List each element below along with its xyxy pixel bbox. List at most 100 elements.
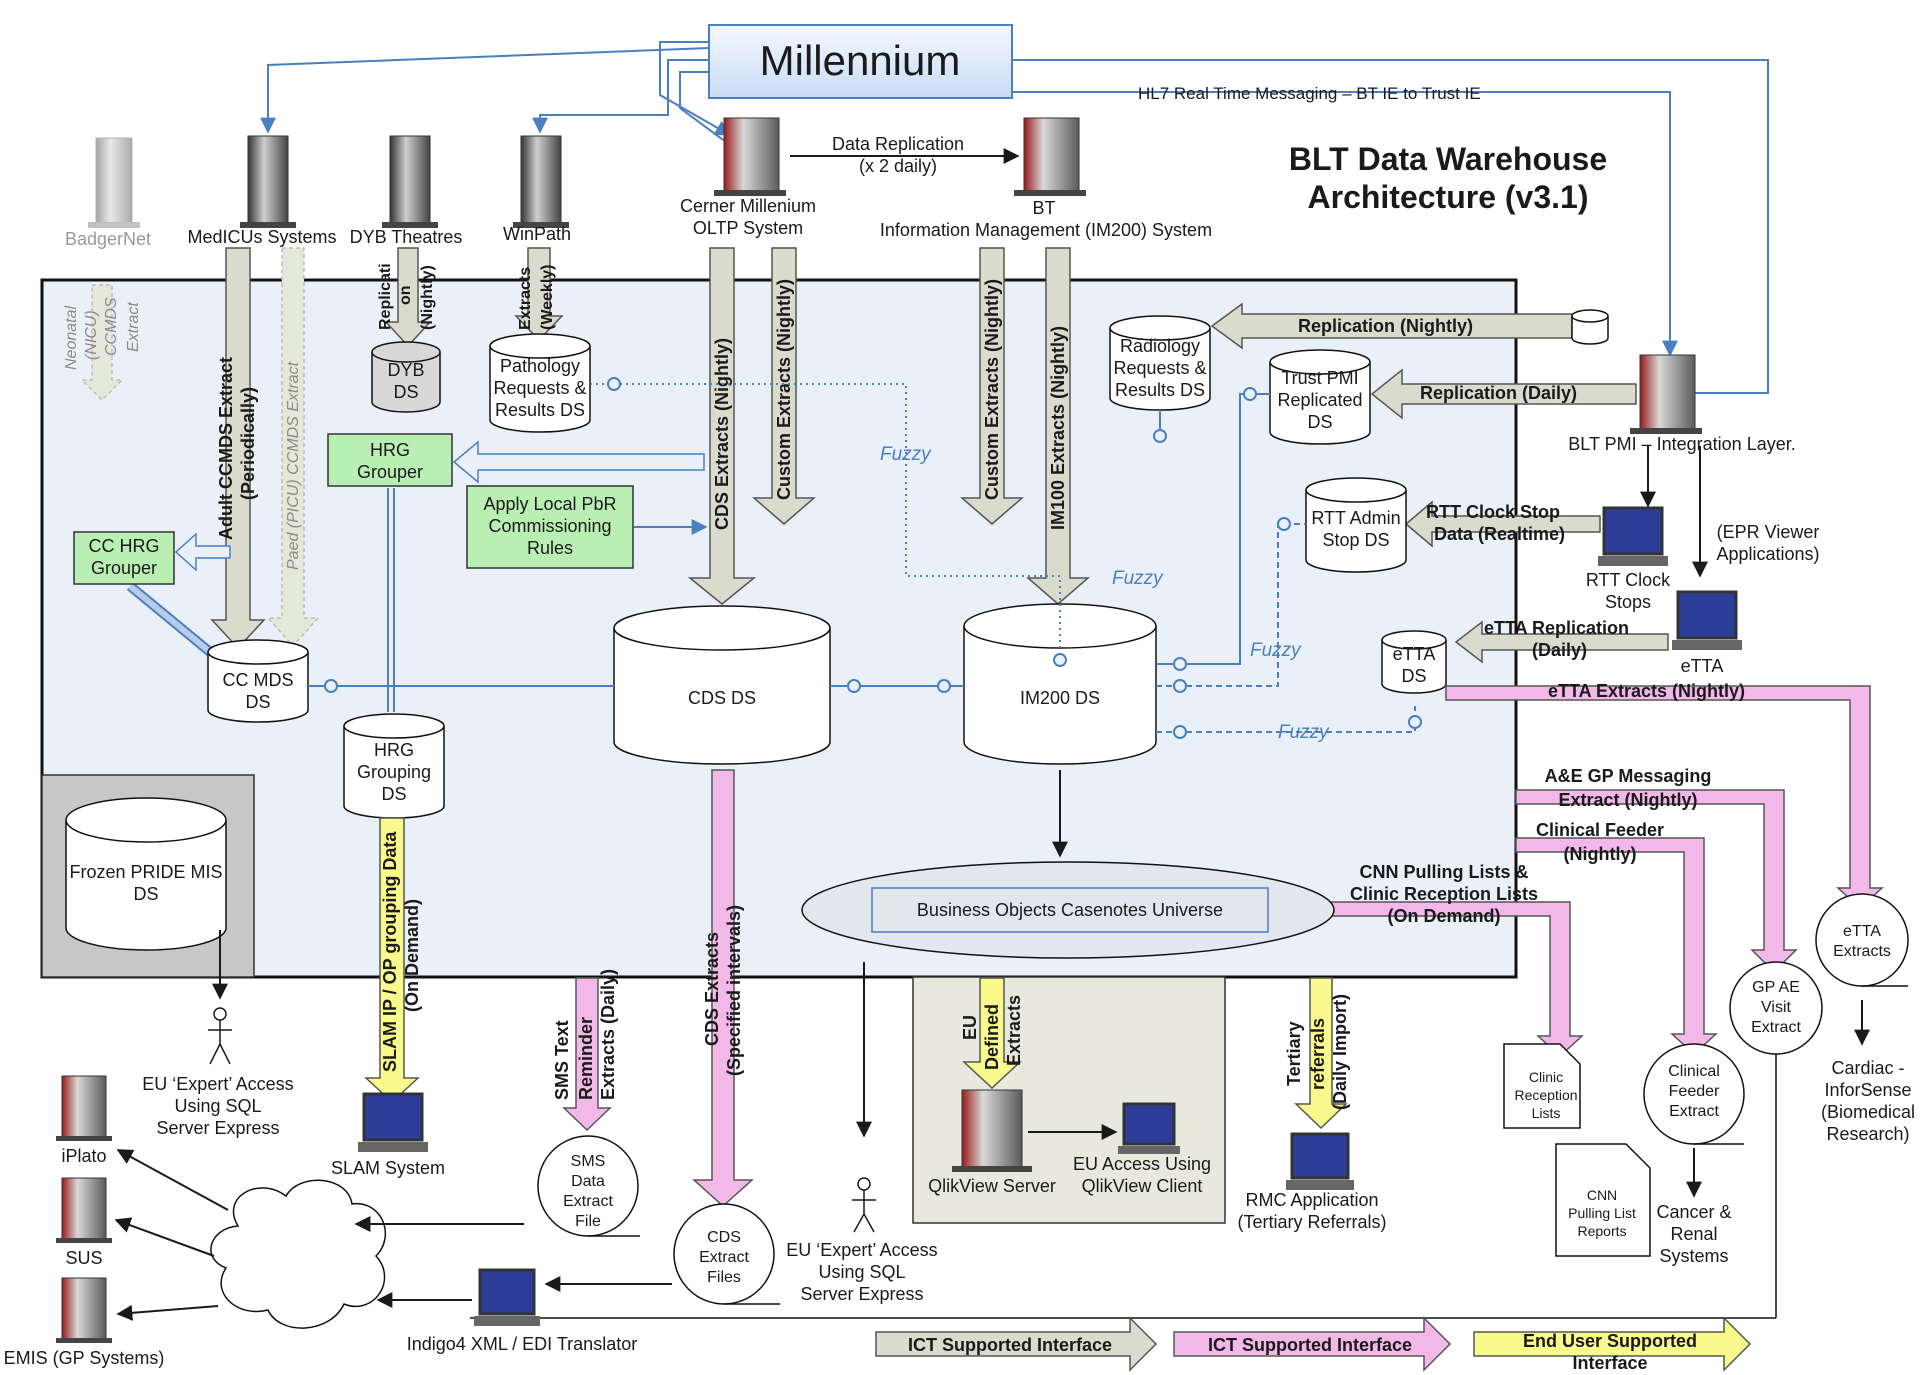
svg-text:(On Demand): (On Demand) <box>1387 906 1500 926</box>
qlikview-server-label: QlikView Server <box>928 1176 1056 1196</box>
qlikview-client-monitor-icon <box>1118 1102 1180 1154</box>
svg-text:CDS Extracts (Nightly): CDS Extracts (Nightly) <box>712 338 732 530</box>
hrg-grouper-box <box>327 433 453 487</box>
epr-label-line2: Applications) <box>1716 544 1819 564</box>
svg-text:Extract: Extract <box>563 1193 613 1210</box>
fuzzy-label-3: Fuzzy <box>1250 640 1302 661</box>
pathology-extract-arrow <box>514 247 564 342</box>
eu-sql-1-line3: Server Express <box>156 1118 279 1138</box>
cds-extracts-arrow <box>687 247 757 605</box>
etta-label: eTTA <box>1681 656 1724 676</box>
medicus-label: MedICUs Systems <box>187 227 336 247</box>
svg-text:Requests &: Requests & <box>1113 358 1206 378</box>
svg-text:Replication (Nightly): Replication (Nightly) <box>1298 316 1473 336</box>
legend-yellow-arrow <box>1473 1316 1752 1372</box>
svg-text:CNN Pulling Lists &: CNN Pulling Lists & <box>1359 862 1528 882</box>
medicus-server-icon <box>240 135 296 228</box>
frozen-pride-ds <box>65 797 227 951</box>
svg-text:Extracts: Extracts <box>1833 943 1891 960</box>
svg-text:CCMDS: CCMDS <box>103 297 120 356</box>
svg-text:Radiology: Radiology <box>1120 336 1200 356</box>
eu-user-icon-1 <box>208 1007 232 1065</box>
datastores <box>65 309 1609 951</box>
cancer-label-line1: Cancer & <box>1656 1202 1731 1222</box>
bt-label-line2: Information Management (IM200) System <box>880 220 1212 240</box>
svg-text:(Daily): (Daily) <box>1532 640 1587 660</box>
svg-text:(Nightly): (Nightly) <box>419 265 436 330</box>
svg-text:DS: DS <box>133 884 158 904</box>
svg-text:DS: DS <box>1401 666 1426 686</box>
svg-text:DS: DS <box>393 382 418 402</box>
eu-defined-arrow <box>962 977 1022 1090</box>
rtt-admin-ds <box>1305 477 1407 573</box>
rtt-clock-label-line1: RTT Clock <box>1586 570 1671 590</box>
legend-yellow-label-line1: End User Supported <box>1523 1331 1697 1351</box>
etta-monitor-icon <box>1672 590 1742 650</box>
hrg-grouping-ds <box>343 713 445 819</box>
svg-text:(Nightly): (Nightly) <box>1564 844 1637 864</box>
svg-text:Grouping: Grouping <box>357 762 431 782</box>
svg-text:Trust PMI: Trust PMI <box>1281 368 1358 388</box>
slam-grouping-arrow <box>364 817 420 1104</box>
rtt-clock-label-line2: Stops <box>1605 592 1651 612</box>
svg-text:A&E GP Messaging: A&E GP Messaging <box>1545 766 1712 786</box>
tertiary-arrow <box>1294 977 1348 1130</box>
qlikview-server-icon <box>952 1089 1032 1172</box>
hrg-grouper-line2: Grouper <box>357 462 423 482</box>
svg-text:Clinical Feeder: Clinical Feeder <box>1536 820 1664 840</box>
legend-pink-label: ICT Supported Interface <box>1208 1335 1412 1355</box>
cancer-label-line3: Systems <box>1659 1246 1728 1266</box>
emis-label: EMIS (GP Systems) <box>4 1348 165 1368</box>
millennium-box <box>708 24 1013 99</box>
relationship-lines <box>308 377 1422 739</box>
svg-text:Neonatal: Neonatal <box>63 306 80 370</box>
clinical-feeder-arrow <box>1515 837 1718 1056</box>
adult-ccmds-arrow <box>210 247 266 650</box>
datastore-labels: DYB DS Pathology Requests & Results DS R… <box>69 336 1435 904</box>
svg-text:DS: DS <box>245 692 270 712</box>
svg-text:Stop DS: Stop DS <box>1322 530 1389 550</box>
rtt-clock-monitor-icon <box>1598 506 1668 566</box>
network-cloud-icon <box>210 1179 387 1329</box>
cds-specified-arrow <box>692 769 754 1208</box>
svg-text:CDS Extracts: CDS Extracts <box>702 932 722 1046</box>
pbr-rules-line3: Rules <box>527 538 573 558</box>
pbr-rules-line1: Apply Local PbR <box>483 494 616 514</box>
legend-yellow-label-line2: Interface <box>1572 1353 1647 1373</box>
cerner-label-line2: OLTP System <box>693 218 803 238</box>
gateway-arrows <box>114 1149 672 1321</box>
grey-interface-arrows <box>80 247 1669 664</box>
svg-text:(NICU): (NICU) <box>83 310 100 360</box>
svg-text:SLAM IP / OP grouping Data: SLAM IP / OP grouping Data <box>380 831 400 1072</box>
svg-text:SMS: SMS <box>571 1153 606 1170</box>
svg-text:SMS Text: SMS Text <box>552 1020 572 1100</box>
replication-label-line1: Data Replication <box>832 134 964 154</box>
svg-text:(Periodically): (Periodically) <box>238 387 258 500</box>
cardiac-label-line1: Cardiac - <box>1831 1058 1904 1078</box>
sus-server-icon <box>56 1177 112 1243</box>
im100-extracts-arrow <box>1025 247 1091 605</box>
diagram-title-line1: BLT Data Warehouse <box>1289 141 1607 177</box>
svg-text:(Specified intervals): (Specified intervals) <box>724 905 744 1076</box>
cchrg-to-ccmds-arrow-inner <box>128 583 212 655</box>
iplato-label: iPlato <box>61 1146 106 1166</box>
svg-text:CDS: CDS <box>707 1229 741 1246</box>
svg-text:Reception: Reception <box>1514 1087 1577 1103</box>
svg-text:IM200 DS: IM200 DS <box>1020 688 1100 708</box>
svg-text:Defined: Defined <box>982 1004 1002 1070</box>
etta-extracts-circle <box>1815 893 1909 987</box>
svg-text:eTTA: eTTA <box>1843 923 1881 940</box>
svg-text:CC MDS: CC MDS <box>223 670 294 690</box>
cc-hrg-feed-arrow <box>174 532 231 572</box>
svg-text:Frozen PRIDE MIS: Frozen PRIDE MIS <box>69 862 222 882</box>
dyb-ds <box>371 341 441 413</box>
hrg-grouper-feed-arrow <box>452 440 705 484</box>
slam-label: SLAM System <box>331 1158 445 1178</box>
eu-sql-2-line1: EU ‘Expert’ Access <box>786 1240 937 1260</box>
pmi-server-icon <box>1630 354 1702 434</box>
dyb-label: DYB Theatres <box>350 227 463 247</box>
bt-server-icon <box>1014 117 1086 196</box>
svg-text:Extracts: Extracts <box>517 267 534 330</box>
paed-ccmds-arrow <box>266 247 320 648</box>
legend-pink-arrow <box>1173 1316 1452 1372</box>
